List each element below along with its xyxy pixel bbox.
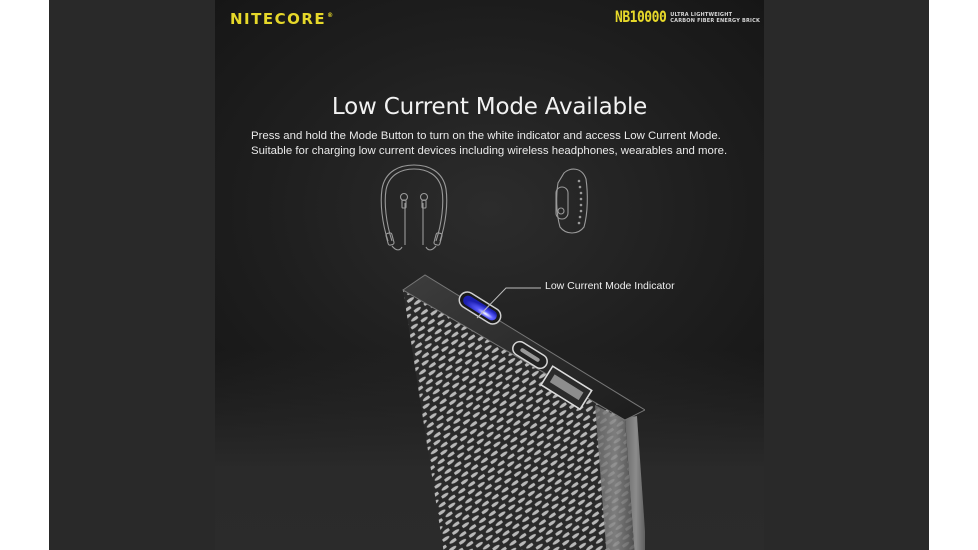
callout-leader-line	[476, 287, 541, 319]
brand-name: NITECORE	[230, 10, 327, 28]
fitness-band-icon	[555, 168, 588, 234]
neckband-earphones-icon	[380, 164, 448, 251]
model-tagline: ULTRA LIGHTWEIGHT CARBON FIBER ENERGY BR…	[670, 11, 761, 24]
power-bank-device	[402, 274, 645, 550]
description-line-2: Suitable for charging low current device…	[251, 145, 728, 157]
model-name: NB10000	[615, 8, 667, 27]
page-title: Low Current Mode Available	[331, 94, 648, 120]
description-line-1: Press and hold the Mode Button to turn o…	[251, 130, 721, 142]
description: Press and hold the Mode Button to turn o…	[251, 129, 727, 159]
product-badge: NB10000 ULTRA LIGHTWEIGHT CARBON FIBER E…	[615, 8, 761, 27]
brand-logo: NITECORE®	[230, 10, 335, 28]
callout-label: Low Current Mode Indicator	[545, 280, 675, 292]
product-image: NITECORE® NB10000 ULTRA LIGHTWEIGHT CARB…	[215, 0, 764, 550]
registered-mark: ®	[327, 12, 335, 19]
